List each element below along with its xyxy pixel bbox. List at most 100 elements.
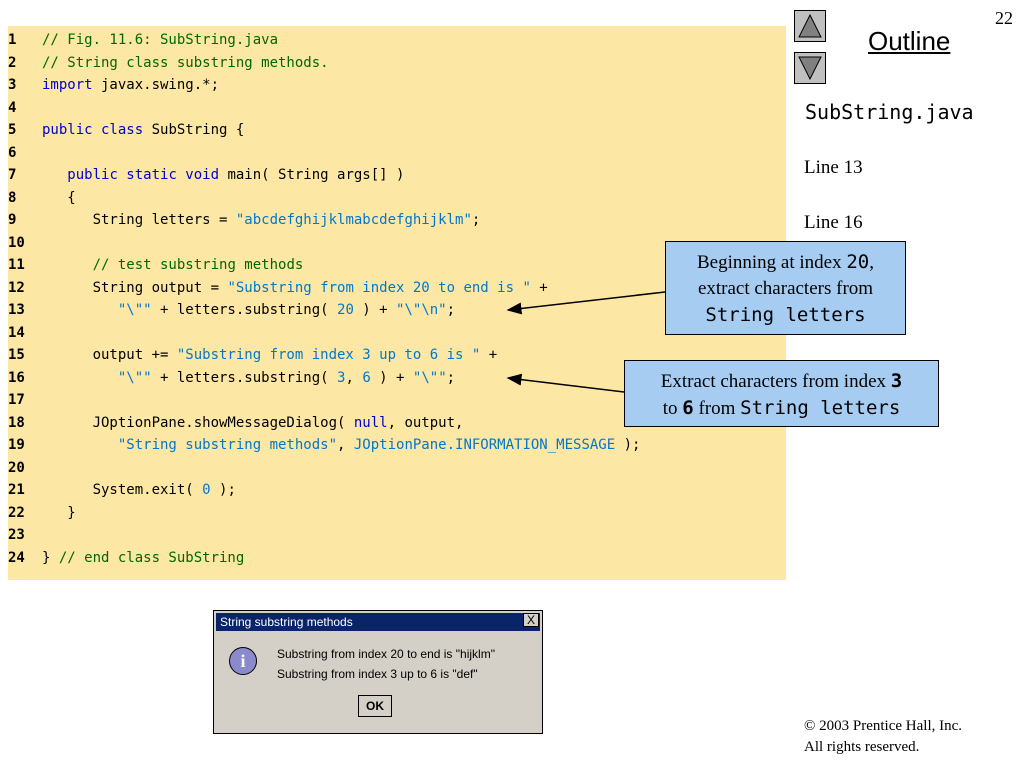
line-number: 24 — [8, 549, 25, 566]
code-token: { — [42, 189, 76, 206]
line-number: 12 — [8, 279, 25, 296]
arrow-line-13 — [506, 291, 666, 315]
line-number: 6 — [8, 144, 17, 161]
callout-text: to — [662, 398, 683, 419]
code-line: 19 "String substring methods", JOptionPa… — [8, 434, 640, 456]
code-line: 10 — [8, 232, 42, 254]
dialog-message-2: Substring from index 3 up to 6 is "def" — [277, 667, 478, 681]
code-token: // end class SubString — [58, 549, 245, 566]
code-token: "\"\n" — [396, 302, 447, 318]
callout-number: 6 — [682, 397, 694, 419]
copyright-line-1: © 2003 Prentice Hall, Inc. — [804, 718, 963, 734]
code-line: 21 System.exit( 0 ); — [8, 479, 236, 501]
previous-slide-button[interactable] — [794, 10, 826, 42]
code-line: 24} // end class SubString — [8, 547, 244, 569]
code-token: ; — [446, 369, 456, 386]
code-token: "\"" — [412, 369, 447, 386]
code-line: 3 import javax.swing.*; — [8, 74, 219, 96]
line-number: 7 — [8, 167, 17, 183]
line-number: 9 — [8, 212, 17, 228]
code-token: // test substring methods — [92, 257, 304, 273]
code-token: "\"" — [117, 302, 152, 318]
code-token: import — [42, 77, 93, 93]
dialog-title: String substring methods — [216, 613, 540, 631]
code-token: } — [42, 549, 59, 566]
sidebar-line-16: Line 16 — [804, 212, 863, 233]
code-line: 1 // Fig. 11.6: SubString.java — [8, 29, 278, 51]
code-line: 6 — [8, 142, 42, 164]
triangle-up-icon — [798, 13, 822, 38]
copyright-line-2: All rights reserved. — [804, 739, 920, 755]
code-token: JOptionPane.showMessageDialog( — [42, 414, 354, 431]
code-line: 22 } — [8, 502, 76, 524]
line-number: 20 — [8, 459, 25, 476]
outline-link[interactable]: Outline — [868, 26, 951, 56]
line-number: 17 — [8, 392, 25, 408]
code-token: + — [480, 347, 498, 363]
callout-line-13: Beginning at index 20, extract character… — [665, 241, 906, 335]
code-line: 7 public static void main( String args[]… — [8, 164, 404, 186]
line-number: 18 — [8, 414, 25, 431]
code-token: JOptionPane.INFORMATION_MESSAGE — [353, 437, 616, 453]
line-number: 8 — [8, 189, 17, 206]
code-token: output += — [42, 347, 177, 363]
info-icon: i — [229, 647, 257, 675]
line-number: 2 — [8, 54, 17, 71]
callout-text: Beginning at index — [697, 252, 847, 273]
line-number: 10 — [8, 234, 25, 251]
code-token: + letters.substring( — [151, 302, 338, 318]
callout-number: 20 — [846, 251, 870, 273]
code-line: 8 { — [8, 187, 76, 209]
code-line: 16 "\"" + letters.substring( 3, 6 ) + "\… — [8, 367, 455, 389]
code-line: 2 // String class substring methods. — [8, 52, 329, 74]
code-line: 13 "\"" + letters.substring( 20 ) + "\"\… — [8, 299, 455, 321]
page-number: 22 — [995, 8, 1013, 28]
code-token: 6 — [362, 369, 371, 386]
line-number: 1 — [8, 32, 17, 48]
callout-code: String letters — [705, 304, 866, 326]
code-token: "Substring from index 3 up to 6 is " — [176, 347, 481, 363]
code-token: 20 — [337, 302, 354, 318]
code-token: javax.swing.*; — [92, 77, 220, 93]
close-button[interactable]: X — [523, 613, 539, 627]
callout-text: extract characters from — [697, 278, 874, 299]
code-token: + letters.substring( — [151, 369, 338, 386]
line-number: 14 — [8, 324, 25, 341]
line-number: 13 — [8, 302, 25, 318]
next-slide-button[interactable] — [794, 52, 826, 84]
code-token: public class — [42, 122, 144, 138]
code-token: 0 — [202, 482, 211, 498]
callout-number: 3 — [890, 370, 903, 392]
code-token: ); — [615, 437, 641, 453]
code-token: "abcdefghijklmabcdefghijklm" — [235, 212, 472, 228]
ok-button[interactable]: OK — [358, 695, 392, 717]
code-token: // Fig. 11.6: SubString.java — [42, 32, 279, 48]
code-token: , — [345, 369, 363, 386]
code-line: 17 — [8, 389, 42, 411]
code-token: "Substring from index 20 to end is " — [227, 279, 531, 296]
code-line: 18 JOptionPane.showMessageDialog( null, … — [8, 412, 463, 434]
callout-code: String letters — [740, 397, 901, 419]
sidebar-line-13: Line 13 — [804, 157, 863, 178]
line-number: 11 — [8, 257, 25, 273]
code-token: ; — [471, 212, 481, 228]
line-number: 19 — [8, 437, 25, 453]
code-line: 4 — [8, 97, 42, 119]
code-token: , output, — [387, 414, 464, 431]
code-line: 9 String letters = "abcdefghijklmabcdefg… — [8, 209, 480, 231]
code-token: + — [530, 279, 548, 296]
line-number: 5 — [8, 122, 17, 138]
line-number: 3 — [8, 77, 17, 93]
code-token: String letters = — [42, 212, 236, 228]
code-token: } — [42, 504, 76, 521]
message-dialog: String substring methods X i Substring f… — [213, 610, 543, 734]
code-token: 3 — [337, 369, 346, 386]
code-token: null — [353, 414, 388, 431]
code-token: "String substring methods" — [117, 437, 338, 453]
line-number: 23 — [8, 527, 25, 543]
code-token: ) + — [353, 302, 397, 318]
code-line: 23 — [8, 524, 42, 546]
code-token: // String class substring methods. — [42, 54, 329, 71]
